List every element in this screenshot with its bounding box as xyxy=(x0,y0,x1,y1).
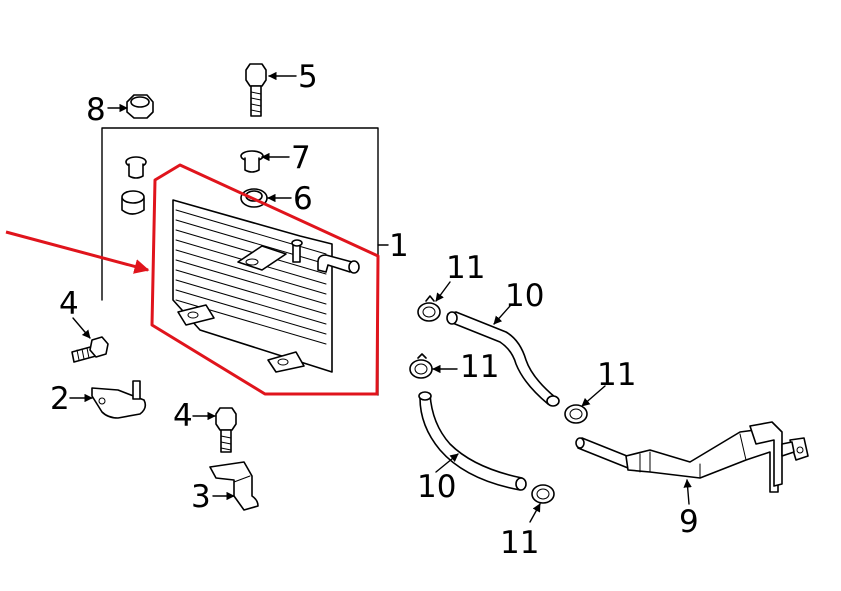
callout-4-left: 4 xyxy=(59,286,79,322)
leader-arrow-4-left xyxy=(72,317,91,339)
seal-left xyxy=(121,190,145,215)
callout-11-b: 11 xyxy=(460,349,499,385)
hose-part-10-upper xyxy=(446,311,560,407)
leader-arrow-11-a xyxy=(435,281,451,302)
tube-assembly-part-9 xyxy=(575,421,809,493)
bolt-part-5 xyxy=(245,63,267,117)
callout-7: 7 xyxy=(291,140,311,176)
bolt-part-4-left xyxy=(71,336,109,363)
bracket-part-3 xyxy=(209,461,259,511)
callout-4-right: 4 xyxy=(173,398,193,434)
callout-11-d: 11 xyxy=(500,525,539,561)
hose-part-10-lower xyxy=(418,391,527,491)
callout-6: 6 xyxy=(293,181,313,217)
bolt-part-4-right xyxy=(215,407,237,453)
oil-cooler-part-1 xyxy=(172,199,360,373)
callout-9: 9 xyxy=(679,504,699,540)
callout-5: 5 xyxy=(298,59,318,95)
clamp-part-11-d xyxy=(531,484,555,504)
leader-arrow-10-upper xyxy=(493,305,511,325)
highlight-outline xyxy=(150,163,380,396)
callout-10-lower: 10 xyxy=(417,469,456,505)
callout-11-c: 11 xyxy=(597,357,636,393)
callout-11-a: 11 xyxy=(446,250,485,286)
clamp-part-11-b xyxy=(409,353,433,379)
callout-3: 3 xyxy=(191,479,211,515)
callout-10-upper: 10 xyxy=(505,278,544,314)
grommet-part-7 xyxy=(240,150,264,173)
nut-part-8 xyxy=(126,94,154,119)
leader-arrow-9 xyxy=(683,479,692,505)
callout-1: 1 xyxy=(389,228,409,264)
highlight-pointer-arrow xyxy=(5,230,150,274)
leader-arrow-11-d xyxy=(529,503,541,523)
clamp-part-11-c xyxy=(564,404,588,424)
leader-arrow-10-lower xyxy=(435,453,459,473)
callout-2: 2 xyxy=(50,381,70,417)
bracket-part-2 xyxy=(91,380,147,419)
clamp-part-11-a xyxy=(417,295,441,322)
callout-8: 8 xyxy=(86,92,106,128)
grommet-left-upper xyxy=(125,156,147,179)
leader-arrow-11-c xyxy=(581,385,606,407)
